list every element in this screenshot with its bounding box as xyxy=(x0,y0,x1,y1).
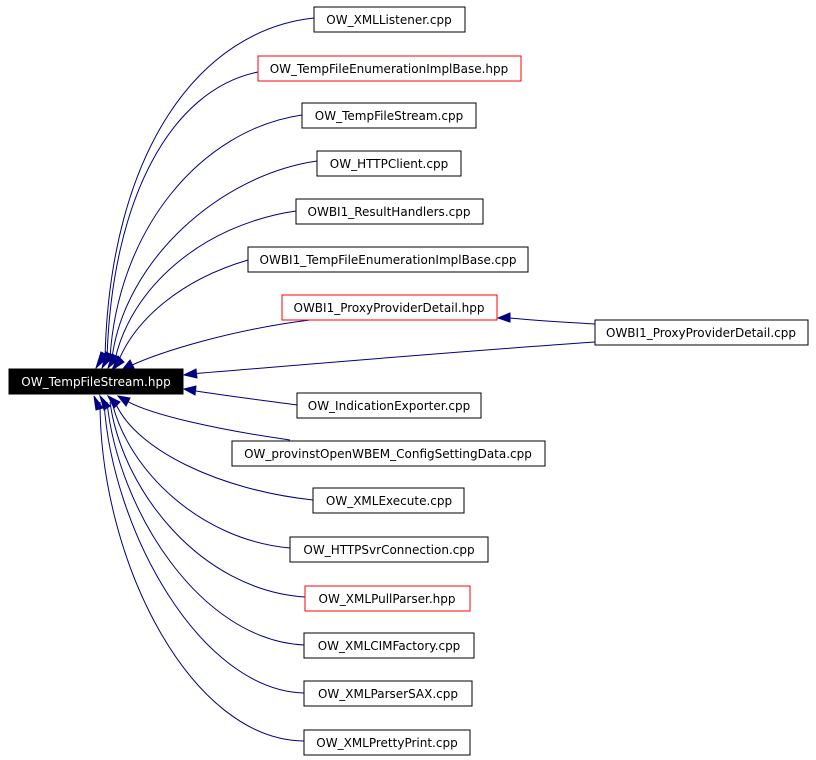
edge-n12 xyxy=(111,401,291,549)
node-n15[interactable]: OW_XMLParserSAX.cpp xyxy=(303,680,473,707)
node-n4[interactable]: OW_HTTPClient.cpp xyxy=(316,150,462,177)
arrowhead-n14 xyxy=(98,394,111,411)
edge-n9 xyxy=(189,389,298,406)
node-n13-box xyxy=(304,585,471,612)
node-n11-box xyxy=(312,487,465,514)
edge-n1 xyxy=(104,17,315,359)
root-node[interactable]: OW_TempFileStream.hpp xyxy=(8,368,184,395)
edge-n2 xyxy=(106,71,259,359)
arrowhead-n16 xyxy=(93,395,104,411)
node-n15-label: OW_XMLParserSAX.cpp xyxy=(318,687,458,701)
edge-n15 xyxy=(103,401,305,694)
arrowhead-n12 xyxy=(106,394,121,409)
node-n16[interactable]: OW_XMLPrettyPrint.cpp xyxy=(303,729,471,756)
node-n3[interactable]: OW_TempFileStream.cpp xyxy=(301,102,477,129)
node-n7-box xyxy=(281,294,498,321)
node-n1[interactable]: OW_XMLListener.cpp xyxy=(313,6,466,33)
node-n8-box xyxy=(594,319,809,346)
node-n3-box xyxy=(301,102,477,129)
node-n13-label: OW_XMLPullParser.hpp xyxy=(319,592,456,606)
edge-n4 xyxy=(111,160,318,359)
arrowhead-n10 xyxy=(116,395,131,407)
node-n12-box xyxy=(289,536,489,563)
node-n7[interactable]: OWBI1_ProxyProviderDetail.hpp xyxy=(281,294,498,321)
node-n11-label: OW_XMLExecute.cpp xyxy=(326,494,452,508)
node-n14[interactable]: OW_XMLCIMFactory.cpp xyxy=(303,632,475,659)
edges xyxy=(99,17,596,742)
node-n15-box xyxy=(303,680,473,707)
node-n10-label: OW_provinstOpenWBEM_ConfigSettingData.cp… xyxy=(244,447,532,461)
arrowhead-n6 xyxy=(110,355,125,372)
edge-n8 xyxy=(189,341,596,375)
root-node-label: OW_TempFileStream.hpp xyxy=(21,375,170,389)
node-n4-box xyxy=(316,150,462,177)
edge-n14 xyxy=(106,401,305,646)
node-n5-box xyxy=(295,198,484,225)
node-n6-label: OWBI1_TempFileEnumerationImplBase.cpp xyxy=(260,253,517,267)
edge-n13 xyxy=(109,401,306,598)
node-n8-label: OWBI1_ProxyProviderDetail.cpp xyxy=(606,326,796,340)
arrowhead-n8b xyxy=(496,312,511,323)
arrowhead-n9 xyxy=(182,385,197,396)
edge-n8b xyxy=(509,317,596,325)
node-n6[interactable]: OWBI1_TempFileEnumerationImplBase.cpp xyxy=(247,246,529,273)
node-n14-box xyxy=(303,632,475,659)
arrowheads xyxy=(93,312,511,411)
node-n11[interactable]: OW_XMLExecute.cpp xyxy=(312,487,465,514)
node-n16-label: OW_XMLPrettyPrint.cpp xyxy=(316,736,457,750)
node-n16-box xyxy=(303,729,471,756)
node-n4-label: OW_HTTPClient.cpp xyxy=(330,157,448,171)
node-n7-label: OWBI1_ProxyProviderDetail.hpp xyxy=(294,301,485,315)
node-n1-box xyxy=(313,6,466,33)
node-n9-box xyxy=(296,392,482,419)
node-n9-label: OW_IndicationExporter.cpp xyxy=(308,399,471,413)
node-n2-label: OW_TempFileEnumerationImplBase.hpp xyxy=(270,62,509,76)
node-n5-label: OWBI1_ResultHandlers.cpp xyxy=(308,205,471,219)
node-n10[interactable]: OW_provinstOpenWBEM_ConfigSettingData.cp… xyxy=(231,440,546,467)
edge-n7 xyxy=(129,319,311,367)
node-n12-label: OW_HTTPSvrConnection.cpp xyxy=(303,543,474,557)
node-n12[interactable]: OW_HTTPSvrConnection.cpp xyxy=(289,536,489,563)
node-n2-box xyxy=(257,55,522,82)
node-n9[interactable]: OW_IndicationExporter.cpp xyxy=(296,392,482,419)
node-n14-label: OW_XMLCIMFactory.cpp xyxy=(318,639,461,653)
node-n10-box xyxy=(231,440,546,467)
edge-n16 xyxy=(99,401,305,742)
node-n13[interactable]: OW_XMLPullParser.hpp xyxy=(304,585,471,612)
node-n5[interactable]: OWBI1_ResultHandlers.cpp xyxy=(295,198,484,225)
edge-n5 xyxy=(114,210,297,361)
node-n6-box xyxy=(247,246,529,273)
node-n1-label: OW_XMLListener.cpp xyxy=(326,13,451,27)
node-n2[interactable]: OW_TempFileEnumerationImplBase.hpp xyxy=(257,55,522,82)
edge-n10 xyxy=(124,399,291,441)
node-n8[interactable]: OWBI1_ProxyProviderDetail.cpp xyxy=(594,319,809,346)
node-n3-label: OW_TempFileStream.cpp xyxy=(315,109,463,123)
arrowhead-n8 xyxy=(182,368,198,379)
edge-n6 xyxy=(117,259,249,363)
root-node-box xyxy=(8,368,184,395)
edge-n11 xyxy=(114,401,314,501)
edge-n3 xyxy=(109,114,303,359)
